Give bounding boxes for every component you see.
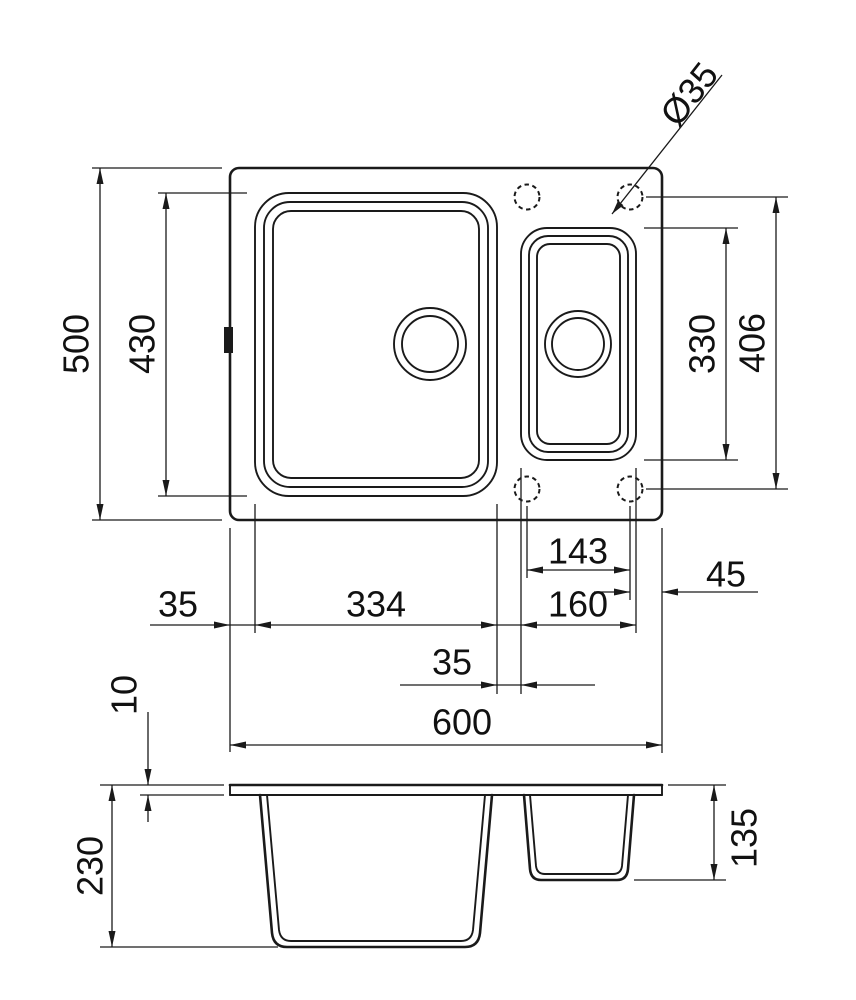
- small-bowl: [520, 227, 637, 461]
- dim-small-bowl-depth: 135: [724, 808, 765, 868]
- dim-small-bowl-width: 160: [548, 584, 608, 625]
- dim-main-bowl-width: 334: [346, 584, 406, 625]
- main-bowl-profile: [258, 793, 494, 949]
- side-view: [228, 783, 664, 949]
- dim-hole-edge-offset: 45: [706, 554, 746, 595]
- dim-rim-height: 10: [104, 675, 145, 715]
- dim-rim-left: 35: [158, 584, 198, 625]
- small-bowl-profile: [522, 793, 636, 882]
- tap-hole-icon: [616, 475, 644, 503]
- side-view-dimensions: 10 230 135: [70, 675, 765, 948]
- sink-outline: [228, 166, 664, 522]
- main-bowl-inner-profile: [266, 794, 486, 942]
- dim-holes-span-horizontal: 143: [548, 531, 608, 572]
- main-drain-icon: [393, 307, 467, 381]
- main-bowl: [254, 192, 498, 497]
- top-view-dimensions: 500 430 330 406 143 45: [56, 167, 788, 753]
- dim-bowl-gap: 35: [432, 642, 472, 683]
- dim-overall-width: 600: [432, 702, 492, 743]
- dim-overall-depth: 500: [56, 314, 97, 374]
- hole-diameter-callout: Ø35: [611, 55, 726, 215]
- top-view: [224, 166, 664, 522]
- dim-main-bowl-depth: 230: [70, 836, 111, 896]
- dim-main-bowl-length: 430: [122, 314, 163, 374]
- tap-hole-icon: [513, 183, 541, 211]
- tap-hole-icon: [513, 475, 541, 503]
- dim-holes-span-vertical: 406: [732, 313, 773, 373]
- dim-hole-diameter: Ø35: [652, 55, 726, 134]
- dim-small-bowl-length: 330: [682, 314, 723, 374]
- mount-clip: [224, 327, 233, 353]
- small-bowl-inner-profile: [529, 794, 629, 875]
- tap-hole-icon: [616, 183, 644, 211]
- small-drain-icon: [544, 310, 612, 378]
